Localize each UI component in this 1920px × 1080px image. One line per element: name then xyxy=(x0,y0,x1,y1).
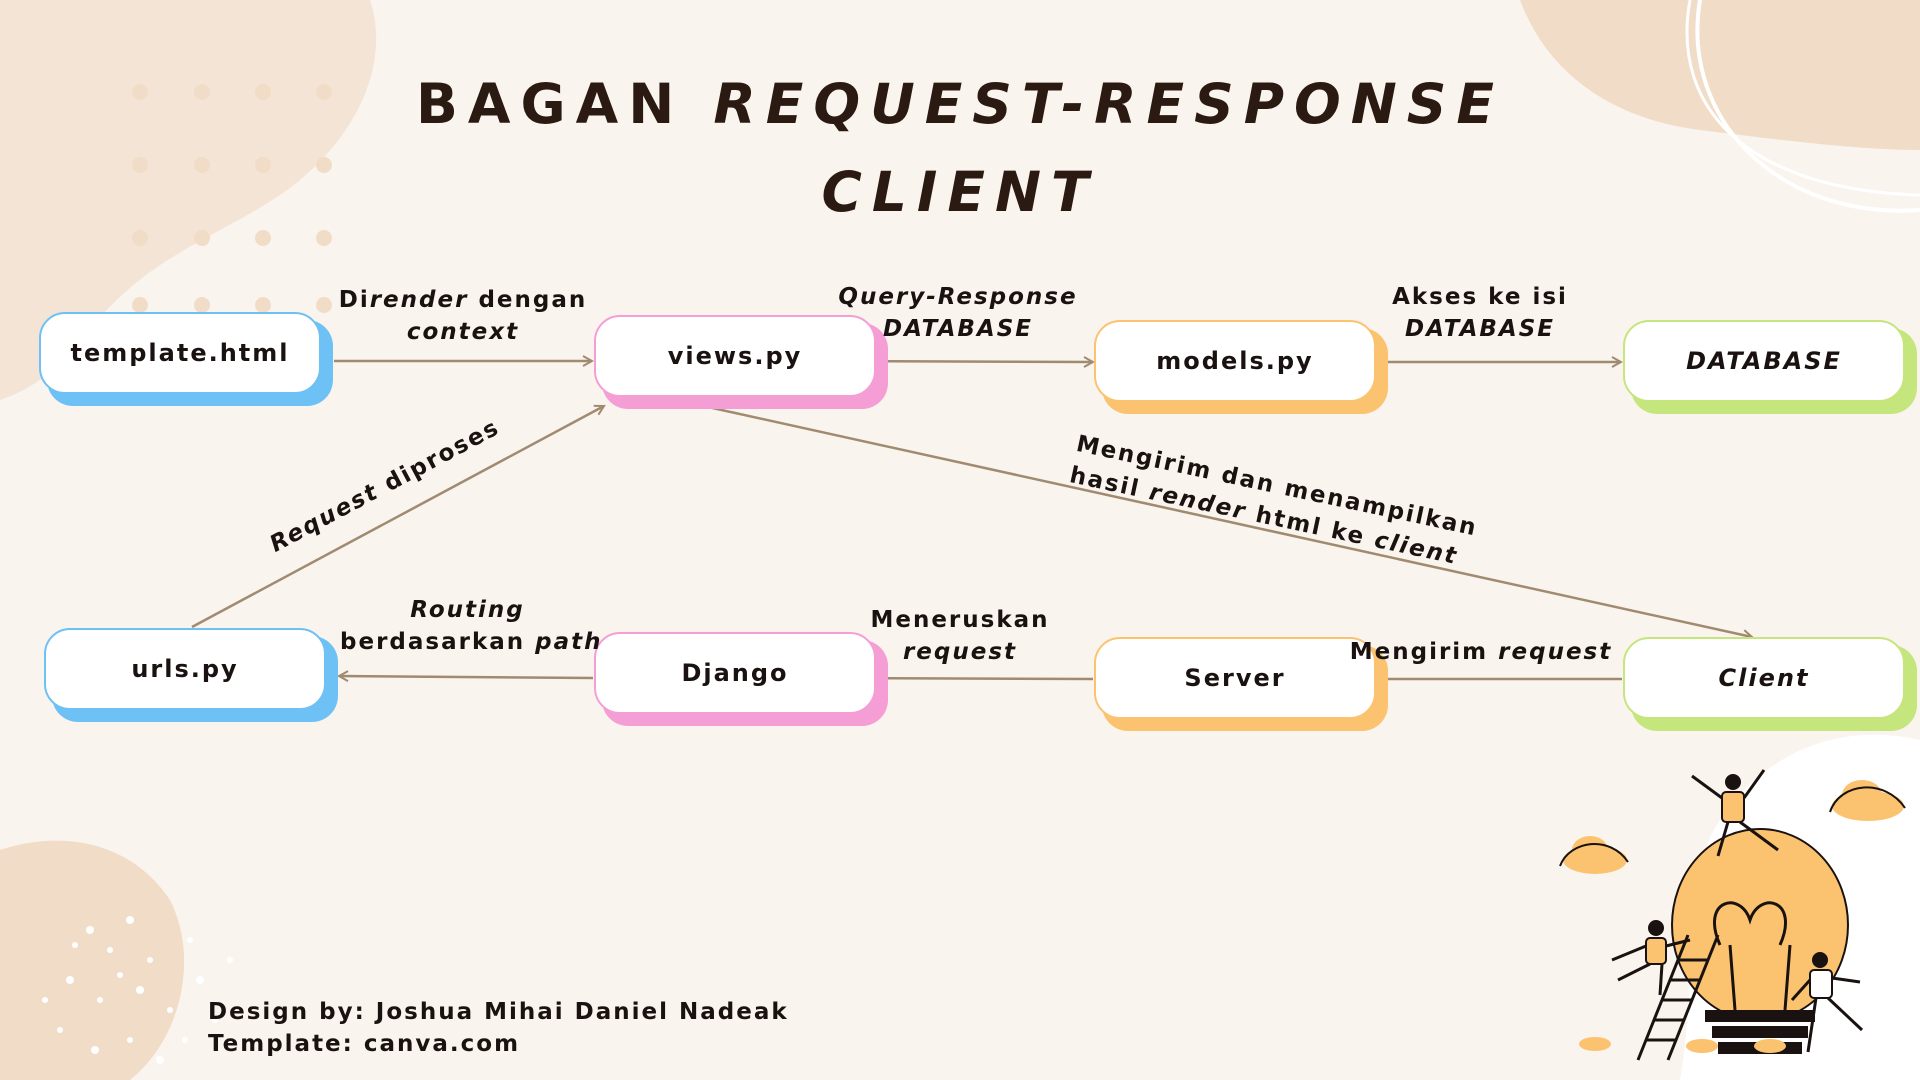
node-client: Client xyxy=(1623,637,1917,731)
edge-label-client-server: Mengirim request xyxy=(1349,639,1613,665)
page-title: BAGAN REQUEST-RESPONSE CLIENT xyxy=(0,60,1920,236)
node-models-py: models.py xyxy=(1094,320,1388,414)
node-label: template.html xyxy=(70,339,290,367)
top-left-blob xyxy=(0,0,377,400)
node-label: DATABASE xyxy=(1686,347,1842,375)
title-line-2: CLIENT xyxy=(821,160,1099,224)
dot-grid xyxy=(132,84,332,313)
node-urls-py: urls.py xyxy=(44,628,338,722)
edge-label-views-models: Query-Response DATABASE xyxy=(838,284,1078,342)
node-label: urls.py xyxy=(131,655,239,683)
top-right-arc-2 xyxy=(1685,0,1920,197)
bush-icon xyxy=(1754,1039,1786,1053)
node-template-html: template.html xyxy=(39,312,333,406)
edge-label-django-urls: Routing berdasarkan path xyxy=(340,597,603,655)
person-icon xyxy=(1611,920,1691,996)
node-server: Server xyxy=(1094,637,1388,731)
cloud-icon xyxy=(1559,836,1629,874)
credits: Design by: Joshua Mihai Daniel Nadeak Te… xyxy=(208,996,789,1060)
cloud-icon xyxy=(1829,780,1906,821)
edge-label-models-database: Akses ke isi DATABASE xyxy=(1392,284,1568,342)
bottom-left-blob xyxy=(0,840,185,1080)
title-line-1: BAGAN REQUEST-RESPONSE xyxy=(416,72,1504,136)
node-label: Server xyxy=(1184,664,1286,692)
bush-icon xyxy=(1686,1039,1718,1053)
node-label: models.py xyxy=(1156,347,1314,375)
node-label: views.py xyxy=(667,342,803,370)
bush-icon xyxy=(1579,1037,1611,1051)
speckle-dots xyxy=(42,916,233,1064)
design-credit: Design by: Joshua Mihai Daniel Nadeak xyxy=(208,999,789,1025)
node-label: Client xyxy=(1718,664,1810,692)
arrow-views-to-client xyxy=(707,405,1752,637)
edge-label-template-views: Dirender dengan context xyxy=(338,287,588,345)
node-label: Django xyxy=(681,659,789,687)
top-right-arc xyxy=(1695,0,1920,213)
top-right-blob xyxy=(1520,0,1920,150)
arrow-django-to-urls xyxy=(339,676,594,678)
edge-label-server-django: Meneruskan request xyxy=(870,607,1050,665)
arrow-urls-to-views xyxy=(191,406,604,629)
node-django: Django xyxy=(594,632,888,726)
node-database: DATABASE xyxy=(1623,320,1917,414)
lightbulb-with-people-illustration xyxy=(1559,769,1906,1061)
node-views-py: views.py xyxy=(594,315,888,409)
ladder-icon xyxy=(1636,934,1720,1061)
person-icon xyxy=(1790,952,1864,1053)
template-credit: Template: canva.com xyxy=(208,1031,521,1057)
person-icon xyxy=(1691,769,1779,857)
